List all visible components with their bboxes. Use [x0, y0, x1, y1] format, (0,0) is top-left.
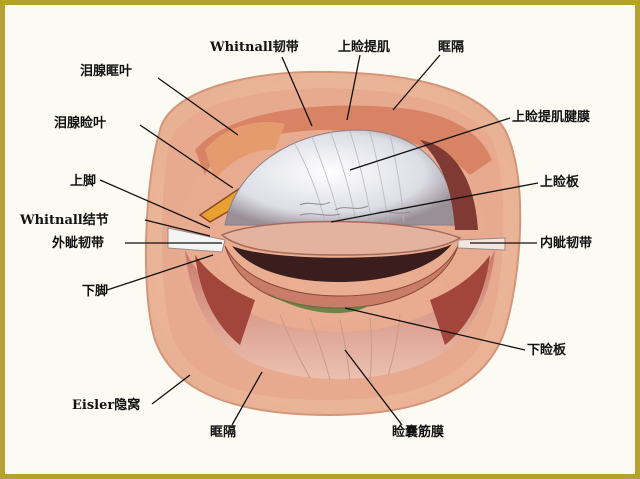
medial-canthal-ligament-shape: [457, 237, 506, 251]
label-medial-canthal-ligament: 内眦韧带: [540, 236, 593, 251]
label-eisler-pocket: Eisler隐窝: [72, 398, 141, 413]
lateral-canthal-ligament-shape: [167, 227, 226, 253]
label-whitnall-ligament: Whitnall韧带: [210, 40, 299, 55]
leader-lines: [99, 54, 539, 426]
lower-orbital-space: [185, 250, 495, 380]
upper-lid-margin: [220, 220, 462, 256]
label-levator-muscle: 上睑提肌: [338, 40, 391, 55]
label-lateral-canthal-ligament: 外眦韧带: [52, 236, 105, 251]
label-capsulopalpebral-fascia: 睑囊筋膜: [392, 425, 445, 440]
palpebral-fissure: [232, 244, 452, 282]
lower-dark-left: [195, 255, 255, 345]
label-lacrimal-palpebral-lobe: 泪腺睑叶: [54, 116, 107, 131]
label-levator-aponeurosis: 上睑提肌腱膜: [512, 110, 591, 125]
label-whitnall-tubercle: Whitnall结节: [20, 213, 109, 228]
lower-tarsus-strip: [255, 285, 370, 314]
label-lower-horn: 下脚: [82, 284, 109, 299]
label-lacrimal-orbital-lobe: 泪腺眶叶: [80, 64, 133, 79]
label-inferior-tarsus: 下睑板: [527, 343, 567, 358]
medial-recess-shape: [420, 140, 478, 230]
lower-dark-right: [430, 255, 490, 345]
label-superior-tarsus: 上睑板: [540, 175, 580, 190]
capsulopalpebral-fibers: [279, 313, 401, 381]
label-septum-top: 眶隔: [438, 40, 465, 55]
lacrimal-orbital-lobe-shape: [205, 121, 285, 180]
label-septum-bottom: 眶隔: [210, 425, 237, 440]
label-upper-horn: 上脚: [70, 174, 97, 189]
